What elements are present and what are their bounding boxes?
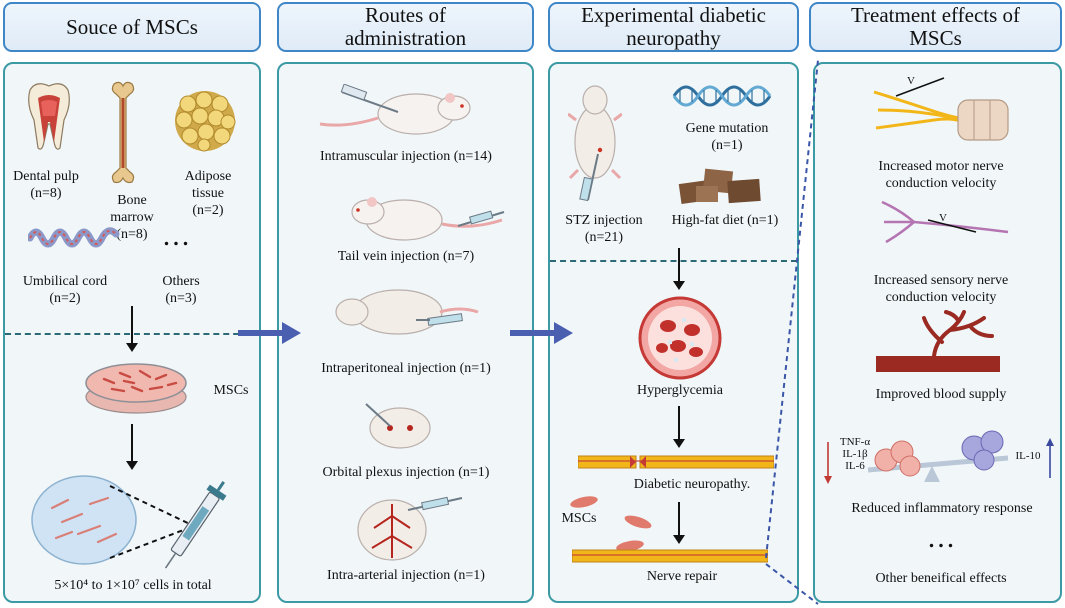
- stz-label: STZ injection (n=21): [565, 213, 643, 245]
- arrow-mscs-to-cells: [126, 424, 138, 470]
- dna-icon: [672, 85, 772, 107]
- high-fat-diet-label: High-fat diet (n=1): [671, 213, 779, 228]
- mouse-intraperitoneal-icon: [335, 289, 479, 335]
- tooth-icon: [28, 83, 70, 150]
- cells-total-label: 5×10⁴ to 1×10⁷ cells in total: [54, 578, 212, 593]
- mouse-intra-arterial-icon: [357, 496, 463, 561]
- effects-ellipsis: ...: [927, 521, 957, 554]
- umbilical-cord-icon: [28, 227, 120, 248]
- adipose-tissue-icon: [175, 91, 236, 152]
- il1b-label: IL-1β: [842, 448, 868, 460]
- repaired-nerve-icon: [572, 549, 768, 563]
- orbital-label: Orbital plexus injection (n=1): [322, 465, 490, 480]
- arrow-to-neuropathy: [673, 406, 685, 448]
- others-ellipsis: ...: [162, 219, 192, 252]
- dental-pulp-label: Dental pulp (n=8): [13, 169, 79, 201]
- mouse-tail-vein-icon: [351, 197, 505, 241]
- adipose-tissue-label: Adipose tissue (n=2): [184, 169, 232, 218]
- arrow-to-nerve-repair: [673, 502, 685, 544]
- msc-cells-icon: [570, 496, 652, 552]
- mouse-orbital-icon: [365, 403, 431, 449]
- sensory-v-label: V: [939, 212, 947, 224]
- sensory-nerve-label: Increased sensory nerve conduction veloc…: [873, 273, 1009, 305]
- other-effects-label: Other beneifical effects: [875, 571, 1007, 586]
- arrow-routes-to-experimental: [510, 322, 573, 344]
- hyperglycemia-label: Hyperglycemia: [636, 383, 724, 398]
- il6-label: IL-6: [845, 460, 865, 472]
- panel-effects: [813, 62, 1062, 603]
- arrow-source-to-routes: [238, 322, 301, 344]
- gene-mutation-label: Gene mutation (n=1): [685, 121, 769, 153]
- header-effects: Treatment effects of MSCs: [809, 2, 1062, 52]
- il10-label: IL-10: [1015, 450, 1041, 462]
- arrow-source-to-mscs: [126, 306, 138, 352]
- mouse-intramuscular-icon: [319, 84, 471, 135]
- tail-vein-label: Tail vein injection (n=7): [337, 249, 475, 264]
- umbilical-cord-label: Umbilical cord (n=2): [22, 274, 108, 306]
- motor-nerve-icon: [873, 77, 1009, 141]
- header-experimental: Experimental diabetic neuropathy: [548, 2, 799, 52]
- bone-marrow-label: Bone marrow (n=8): [110, 193, 154, 242]
- tnf-label: TNF-α: [839, 436, 871, 448]
- callout-lines: [765, 59, 819, 605]
- neuropathy-label: Diabetic neuropathy.: [633, 477, 751, 492]
- damaged-nerve-icon: [578, 455, 774, 469]
- petri-dish-icon: [85, 363, 187, 414]
- sensory-nerve-icon: [881, 200, 1009, 244]
- mscs-dish-label: MSCs: [213, 383, 249, 398]
- intra-arterial-label: Intra-arterial injection (n=1): [327, 568, 485, 583]
- experimental-divider: [550, 260, 797, 262]
- mscs-neuropathy-label: MSCs: [561, 511, 597, 526]
- hyperglycemia-vessel-icon: [638, 296, 722, 380]
- motor-v-label: V: [907, 75, 915, 87]
- bone-icon: [111, 81, 135, 184]
- inflammatory-label: Reduced inflammatory response: [851, 501, 1033, 516]
- high-fat-diet-icon: [678, 168, 761, 204]
- arrow-to-hyperglycemia: [673, 248, 685, 290]
- cytokine-balance-icon: [824, 430, 1054, 484]
- mouse-stz-icon: [568, 85, 622, 202]
- blood-supply-label: Improved blood supply: [875, 387, 1007, 402]
- blood-vessel-icon: [876, 310, 1000, 372]
- header-routes: Routes of administration: [277, 2, 534, 52]
- nerve-repair-label: Nerve repair: [646, 569, 718, 584]
- intraperitoneal-label: Intraperitoneal injection (n=1): [321, 361, 491, 376]
- intramuscular-label: Intramuscular injection (n=14): [320, 149, 492, 164]
- motor-nerve-label: Increased motor nerve conduction velocit…: [878, 159, 1004, 191]
- others-label: Others (n=3): [162, 274, 200, 306]
- header-source: Souce of MSCs: [3, 2, 261, 52]
- cell-suspension-icon: [31, 475, 227, 569]
